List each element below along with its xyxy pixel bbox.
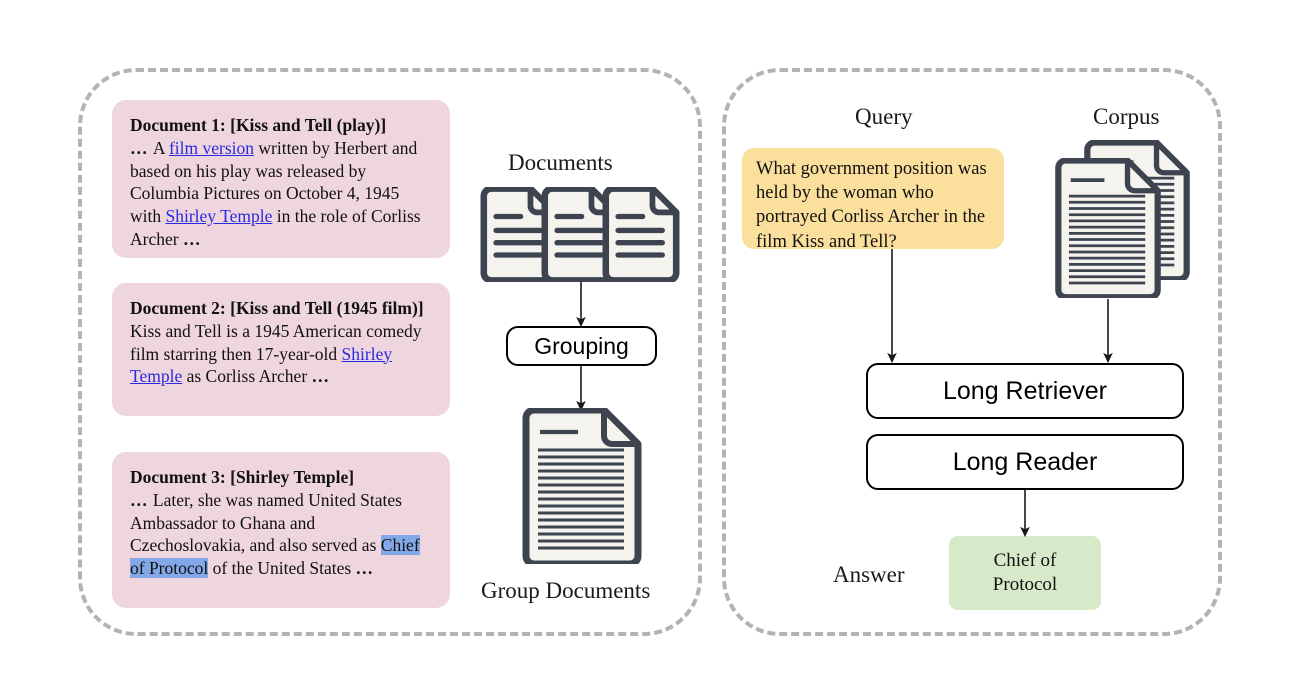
leading-ellipsis: … — [130, 489, 153, 510]
document-card-1[interactable]: Document 1: [Kiss and Tell (play)] … A f… — [112, 100, 450, 258]
doc2-text-a: Kiss and Tell is a 1945 American comedy … — [130, 320, 422, 364]
leading-ellipsis: … — [130, 137, 153, 158]
document-card-3[interactable]: Document 3: [Shirley Temple] … Later, sh… — [112, 452, 450, 608]
answer-line-2: Protocol — [992, 574, 1058, 595]
document-card-2-body: Kiss and Tell is a 1945 American comedy … — [130, 320, 432, 388]
documents-label: Documents — [508, 150, 613, 175]
query-box[interactable]: What government position was held by the… — [742, 148, 1004, 252]
doc1-text-b: written by Herbert and based on his play… — [130, 137, 418, 226]
answer-box[interactable]: Chief of Protocol — [949, 536, 1101, 610]
doc3-text-a: Later, she was named United States Ambas… — [130, 489, 402, 556]
group-documents-label: Group Documents — [481, 578, 651, 603]
document-card-1-title: Document 1: [Kiss and Tell (play)] — [130, 115, 387, 135]
long-retriever-box[interactable]: Long Retriever — [866, 363, 1184, 419]
trailing-ellipsis: … — [182, 228, 201, 249]
document-card-2-title: Document 2: [Kiss and Tell (1945 film)] — [130, 298, 424, 318]
long-reader-box[interactable]: Long Reader — [866, 434, 1184, 490]
doc3-text-b: of the United States — [208, 558, 356, 578]
trailing-ellipsis: … — [311, 366, 330, 387]
corpus-label: Corpus — [1093, 104, 1160, 129]
document-card-3-body: … Later, she was named United States Amb… — [130, 489, 432, 580]
retrieval-stage-panel — [722, 68, 1222, 636]
document-card-3-title: Document 3: [Shirley Temple] — [130, 467, 355, 487]
query-label: Query — [855, 104, 913, 129]
document-card-1-body: … A film version written by Herbert and … — [130, 137, 432, 251]
grouping-stage-panel — [78, 68, 702, 636]
link-film-version[interactable]: film version — [168, 137, 254, 158]
link-shirley-temple[interactable]: Shirley Temple — [165, 206, 273, 226]
answer-line-1: Chief of — [993, 549, 1057, 571]
grouping-box[interactable]: Grouping — [506, 326, 657, 366]
answer-label: Answer — [833, 562, 905, 587]
link-shirley-temple[interactable]: Shirley Temple — [130, 343, 393, 387]
doc1-text-c: in the role of Corliss Archer — [130, 206, 421, 249]
doc2-text-b: as Corliss Archer — [182, 366, 312, 387]
doc1-text-a: A — [152, 137, 169, 158]
document-card-2[interactable]: Document 2: [Kiss and Tell (1945 film)] … — [112, 283, 450, 416]
trailing-ellipsis: … — [355, 558, 374, 578]
